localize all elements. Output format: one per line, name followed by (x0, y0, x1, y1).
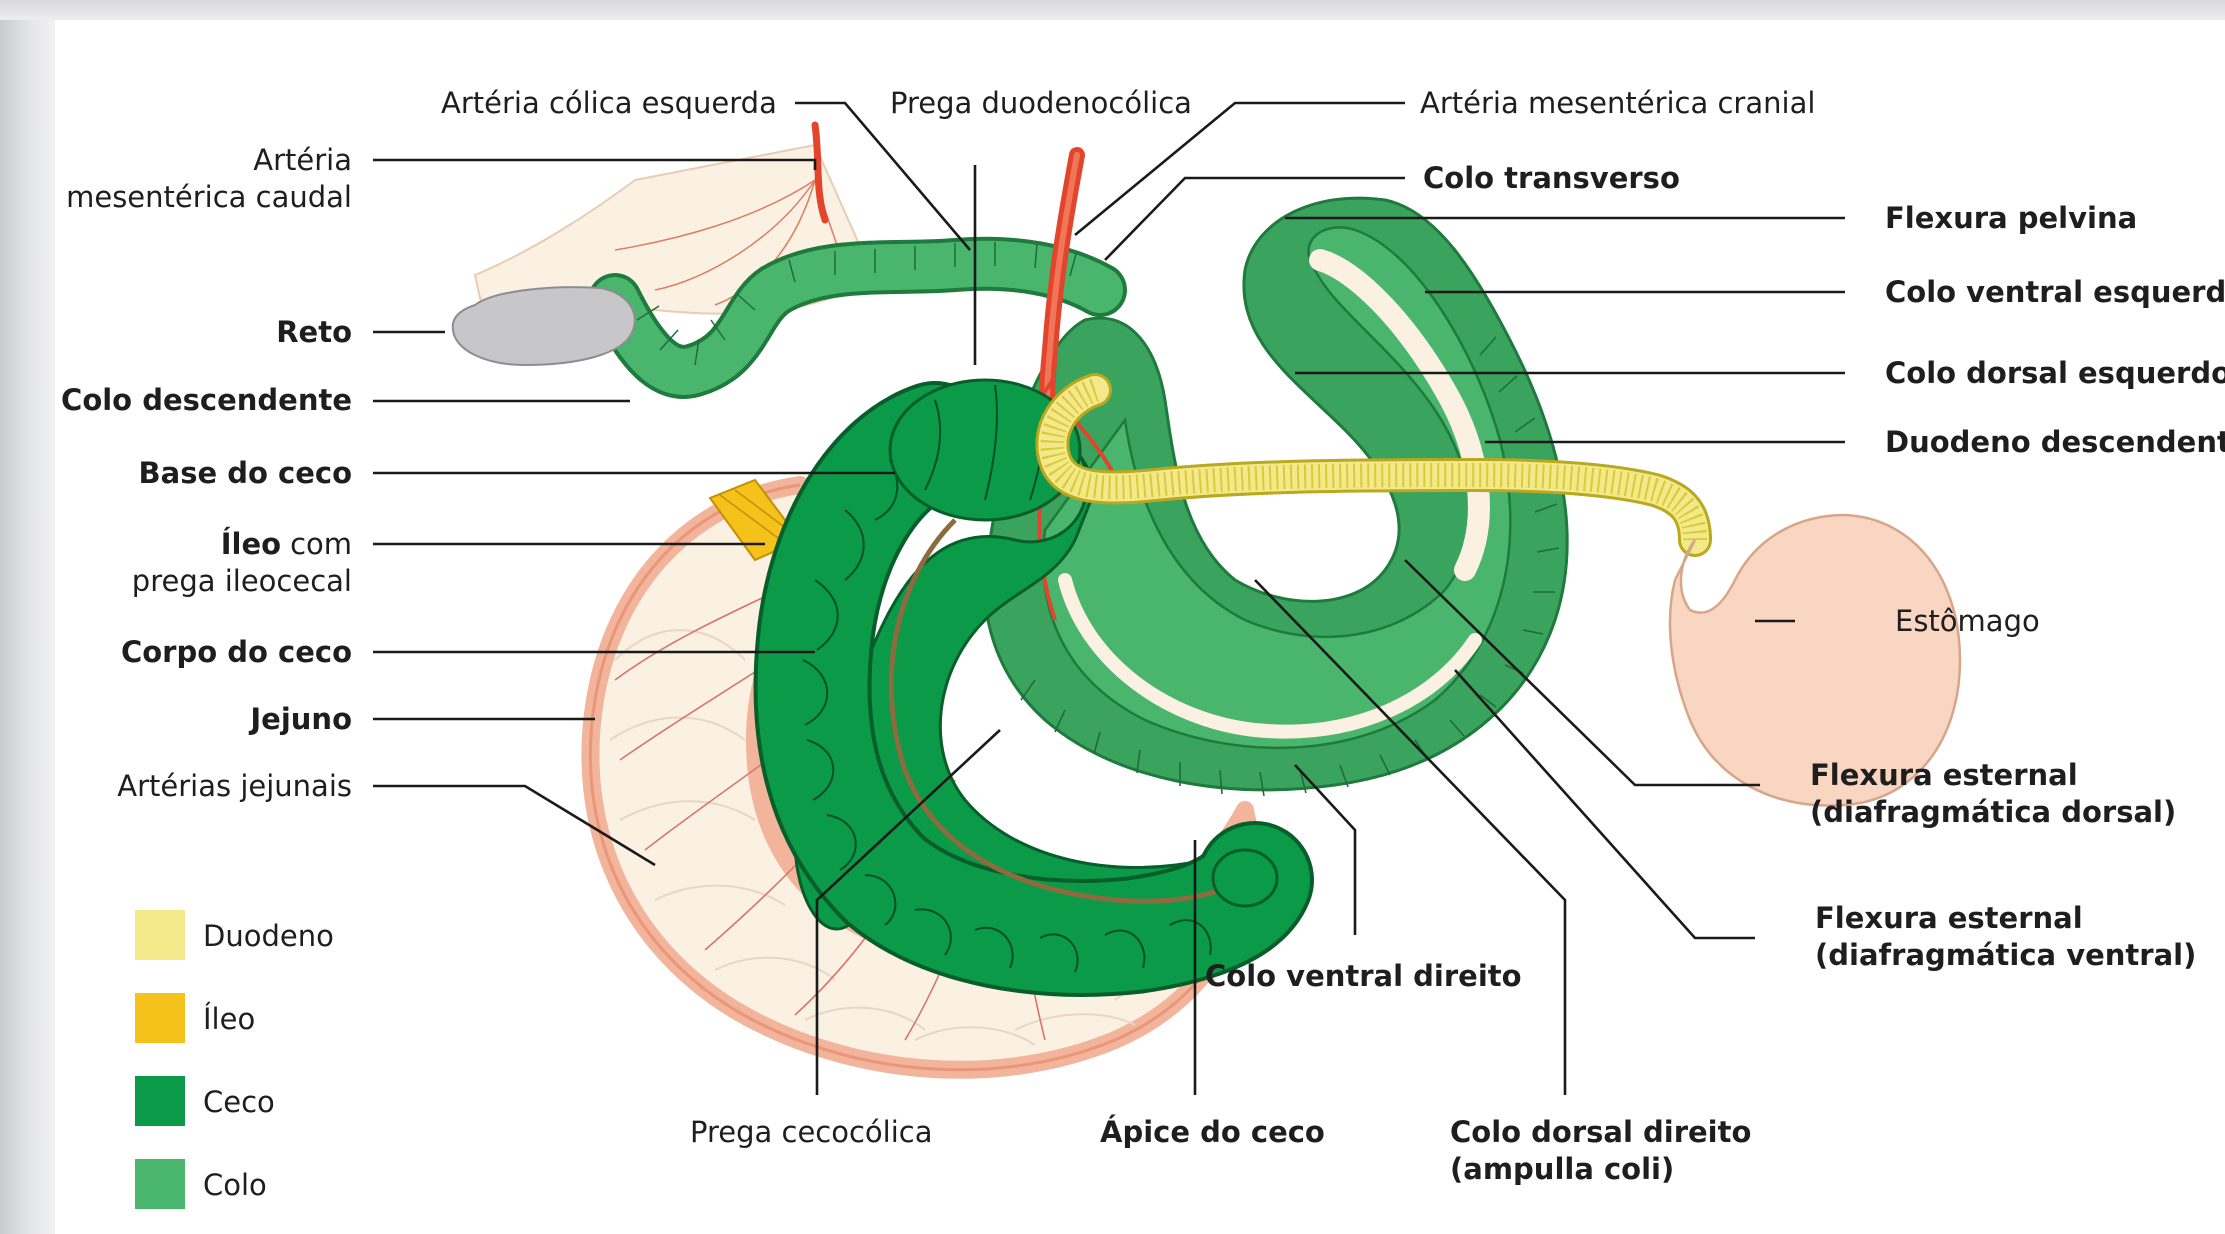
legend: Duodeno Íleo Ceco Colo (135, 910, 334, 1209)
legend-swatch-duodeno (135, 910, 185, 960)
label-colo-ventral-esquerdo: Colo ventral esquerdo (1885, 275, 2225, 309)
label-flexura-pelvina: Flexura pelvina (1885, 201, 2137, 235)
label-prega-duodenocolica: Prega duodenocólica (890, 86, 1192, 120)
label-prega-cecocolica: Prega cecocólica (690, 1115, 933, 1149)
intestine-diagram: Artéria cólica esquerda Prega duodenocól… (55, 20, 2225, 1234)
label-colo-dorsal-direito-1: Colo dorsal direito (1450, 1115, 1751, 1149)
label-ileo-bold: Íleo (221, 527, 281, 561)
label-arteria-mesenterica-cranial: Artéria mesentérica cranial (1420, 86, 1815, 120)
label-colo-dorsal-esquerdo: Colo dorsal esquerdo (1885, 356, 2225, 390)
label-arteria-mesenterica-caudal-2: mesentérica caudal (66, 180, 352, 214)
legend-label-ceco: Ceco (203, 1085, 275, 1119)
label-duodeno-descendente: Duodeno descendente (1885, 425, 2225, 459)
legend-swatch-ileo (135, 993, 185, 1043)
label-reto: Reto (276, 315, 352, 349)
label-arteria-mesenterica-caudal-1: Artéria (253, 143, 352, 177)
label-ileo-line2: prega ileocecal (132, 564, 352, 598)
label-colo-ventral-direito: Colo ventral direito (1205, 959, 1522, 993)
diagram-panel: Artéria cólica esquerda Prega duodenocól… (55, 20, 2225, 1234)
label-corpo-do-ceco: Corpo do ceco (121, 635, 352, 669)
label-flexura-esternal-dorsal-2: (diafragmática dorsal) (1810, 795, 2176, 829)
label-arteria-colica-esquerda: Artéria cólica esquerda (441, 86, 777, 120)
label-ileo-com: com (290, 527, 352, 561)
legend-swatch-ceco (135, 1076, 185, 1126)
label-apice-do-ceco: Ápice do ceco (1100, 1115, 1325, 1149)
legend-label-colo: Colo (203, 1168, 267, 1202)
label-jejuno: Jejuno (248, 702, 352, 736)
label-base-do-ceco: Base do ceco (139, 456, 352, 490)
label-flexura-esternal-dorsal-1: Flexura esternal (1810, 758, 2078, 792)
legend-label-duodeno: Duodeno (203, 919, 334, 953)
label-estomago: Estômago (1895, 604, 2040, 638)
legend-label-ileo: Íleo (203, 1002, 255, 1036)
label-flexura-esternal-ventral-2: (diafragmática ventral) (1815, 938, 2196, 972)
label-colo-transverso: Colo transverso (1423, 161, 1680, 195)
colo-descendente (453, 125, 1100, 372)
top-strip (0, 0, 2225, 20)
label-colo-dorsal-direito-2: (ampulla coli) (1450, 1152, 1674, 1186)
legend-swatch-colo (135, 1159, 185, 1209)
label-flexura-esternal-ventral-1: Flexura esternal (1815, 901, 2083, 935)
label-arterias-jejunais: Artérias jejunais (117, 769, 352, 803)
label-colo-descendente: Colo descendente (61, 383, 352, 417)
